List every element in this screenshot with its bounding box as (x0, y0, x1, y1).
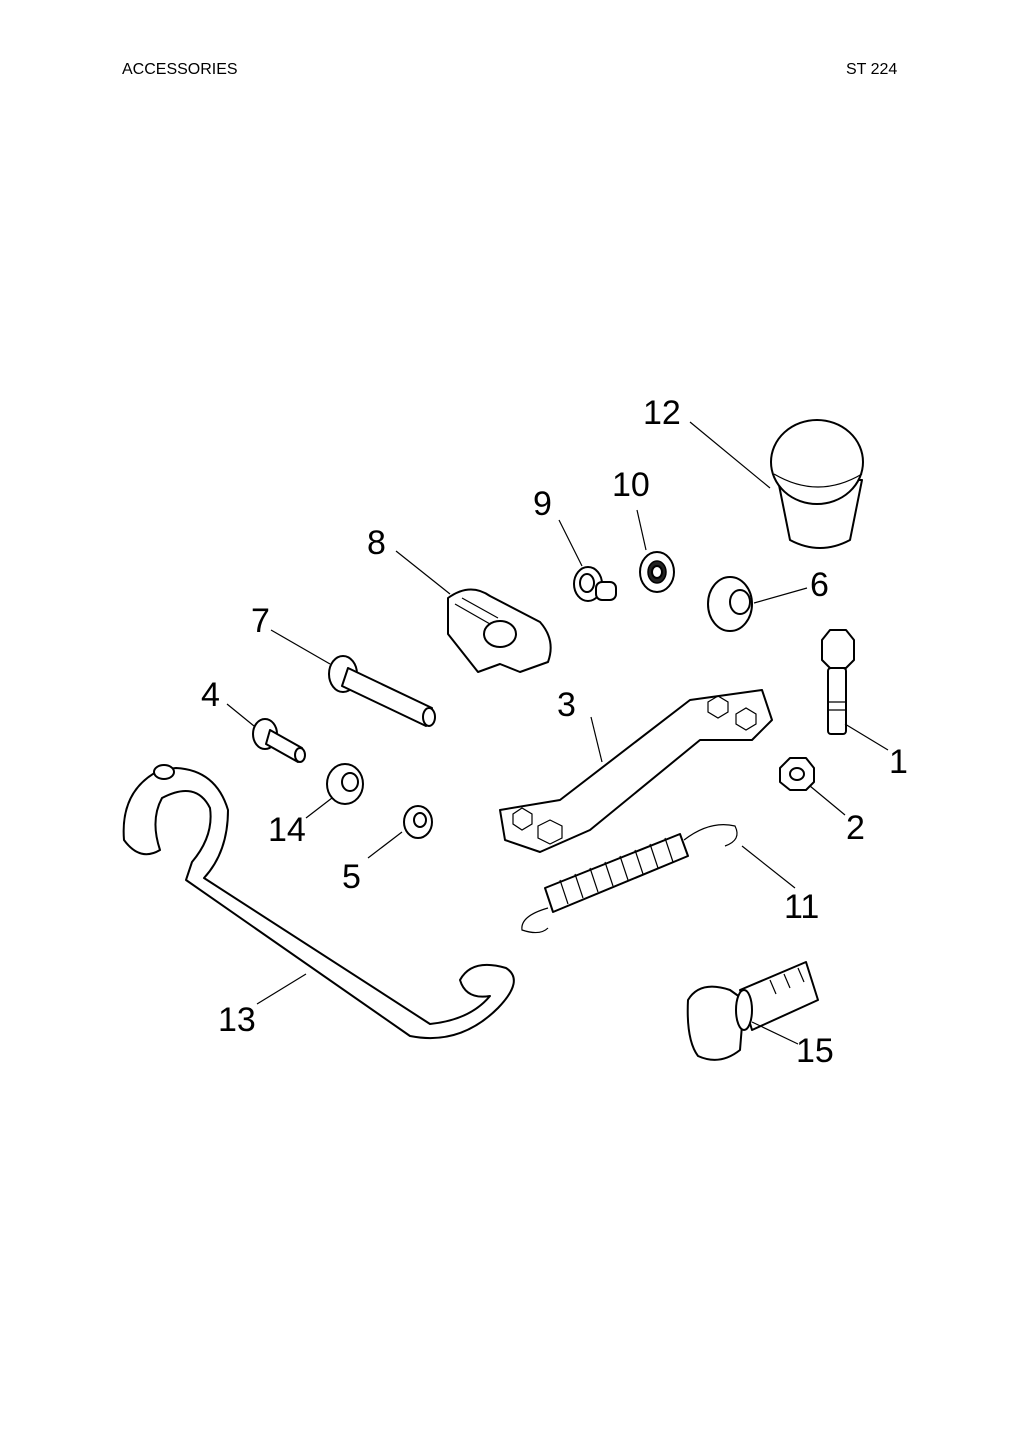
part-1-bolt (821, 629, 855, 735)
callout-13: 13 (218, 1001, 256, 1039)
part-7-pin (328, 655, 436, 727)
part-11-spring (521, 824, 738, 934)
part-5-flange-nut (403, 805, 433, 839)
callout-8: 8 (367, 524, 386, 562)
callout-labels: 1 2 3 4 5 6 7 8 9 10 11 12 13 14 15 (201, 394, 908, 1070)
model-number: ST 224 (846, 61, 898, 78)
part-13-handle-bar (122, 764, 515, 1040)
callout-2: 2 (846, 809, 865, 847)
part-12-knob (770, 419, 864, 549)
callout-12: 12 (643, 394, 681, 432)
callout-1: 1 (889, 743, 908, 781)
callout-6: 6 (810, 566, 829, 604)
callout-5: 5 (342, 858, 361, 896)
callout-14: 14 (268, 811, 306, 849)
callout-3: 3 (557, 686, 576, 724)
callout-11: 11 (784, 888, 819, 926)
leader-lines (226, 421, 889, 1045)
callout-10: 10 (612, 466, 650, 504)
part-2-lock-nut (779, 757, 815, 791)
part-6-washer (707, 576, 753, 632)
part-9-flange-bolt (573, 566, 617, 602)
part-10-serrated-nut (639, 551, 675, 593)
callout-9: 9 (533, 485, 552, 523)
part-8-bracket (447, 588, 552, 673)
part-15-clamp-knob (686, 961, 819, 1061)
part-14-nut (326, 763, 364, 805)
callout-7: 7 (251, 602, 270, 640)
callout-4: 4 (201, 676, 220, 714)
section-title: ACCESSORIES (122, 61, 238, 78)
part-3-wrench (499, 689, 773, 853)
part-4-short-pin (252, 718, 306, 763)
callout-15: 15 (796, 1032, 834, 1070)
